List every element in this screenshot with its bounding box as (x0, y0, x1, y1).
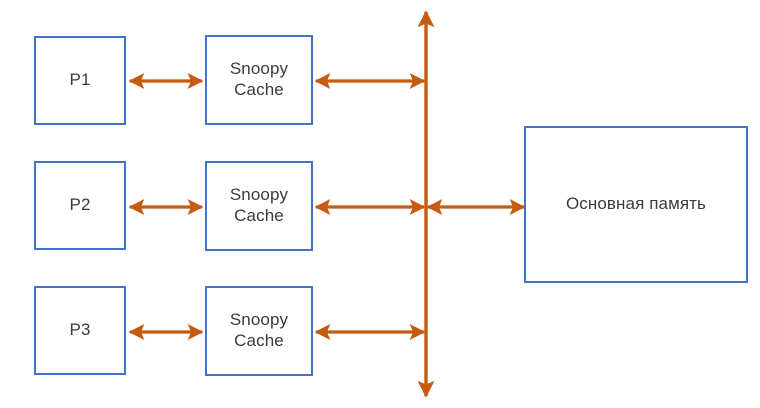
connector-bus-to-memory[interactable] (424, 197, 528, 217)
snoopy-cache-box-1[interactable]: Snoopy Cache (205, 35, 313, 125)
snoopy-cache-label-2: Snoopy Cache (229, 185, 289, 225)
connector-p1-to-cache1[interactable] (126, 71, 206, 91)
connector-cache3-to-bus[interactable] (312, 322, 428, 342)
connector-p2-to-cache2[interactable] (126, 197, 206, 217)
processor-box-p1[interactable]: P1 (34, 36, 126, 125)
connector-p3-to-cache3[interactable] (126, 322, 206, 342)
snoopy-cache-box-2[interactable]: Snoopy Cache (205, 161, 313, 251)
processor-box-p3[interactable]: P3 (34, 286, 126, 375)
processor-label-p2: P2 (69, 195, 91, 215)
processor-box-p2[interactable]: P2 (34, 161, 126, 250)
system-bus-line[interactable] (414, 0, 438, 408)
main-memory-label: Основная память (565, 194, 707, 214)
main-memory-box[interactable]: Основная память (524, 126, 748, 283)
connector-cache2-to-bus[interactable] (312, 197, 428, 217)
snoopy-cache-label-1: Snoopy Cache (229, 59, 289, 99)
processor-label-p1: P1 (69, 70, 91, 90)
snoopy-cache-box-3[interactable]: Snoopy Cache (205, 286, 313, 376)
connector-cache1-to-bus[interactable] (312, 71, 428, 91)
processor-label-p3: P3 (69, 320, 91, 340)
snoopy-cache-label-3: Snoopy Cache (229, 310, 289, 350)
